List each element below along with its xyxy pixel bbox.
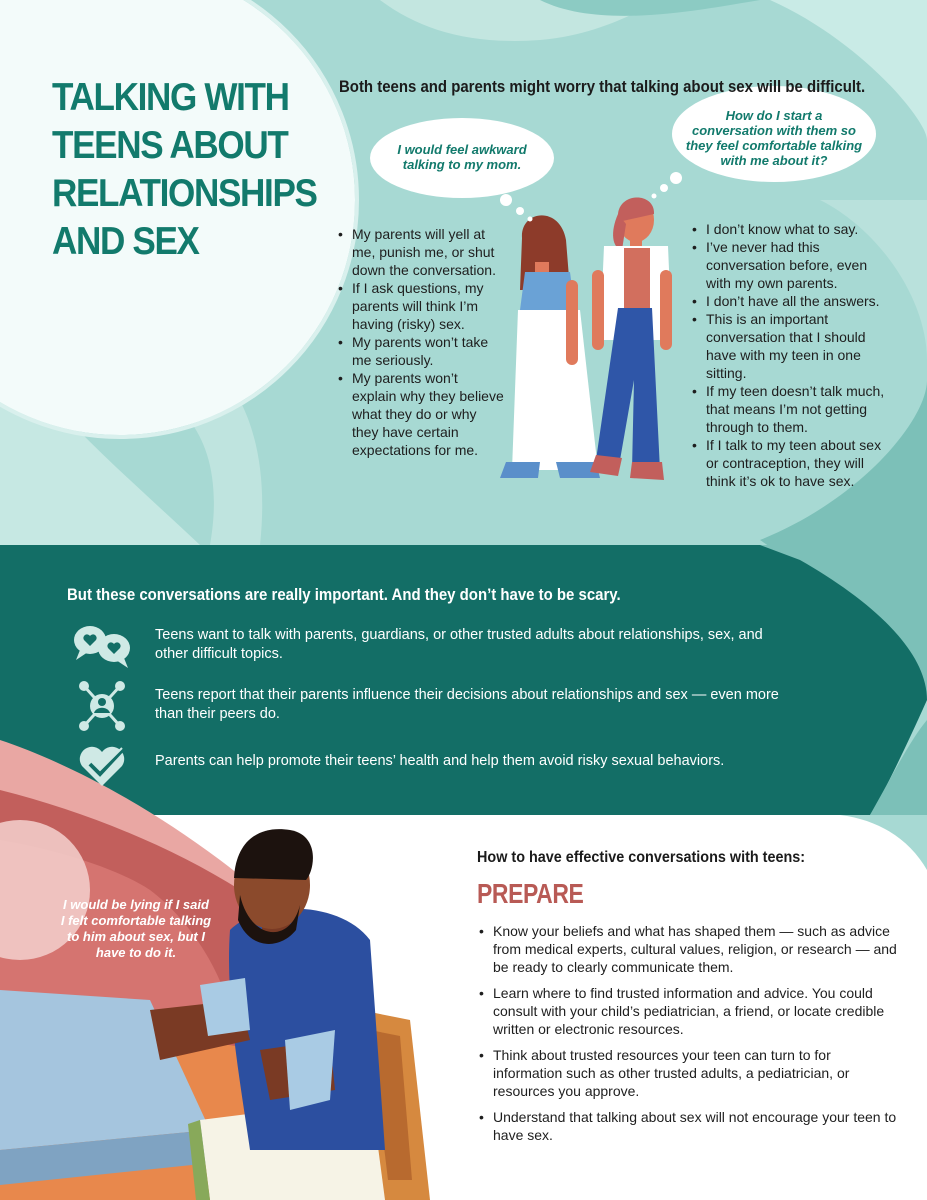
fact-text: Teens report that their parents influenc… [155,687,779,722]
list-item: I’ve never had this conversation before,… [690,238,890,292]
teen-worries-list: My parents will yell at me, punish me, o… [336,225,506,459]
dad-quote: I would be lying if I said I felt comfor… [60,897,212,960]
prepare-heading: PREPARE [477,878,584,909]
chat-hearts-icon [74,626,130,668]
teen-figure [500,215,600,478]
parent-figure [590,197,672,480]
fact-text: Teens want to talk with parents, guardia… [155,627,763,662]
title-line: RELATIONSHIPS [52,172,318,215]
teen-thought-bubble [370,118,554,222]
list-item: This is an important conversation that I… [690,310,890,382]
list-item: Think about trusted resources your teen … [477,1046,897,1100]
prepare-list: Know your beliefs and what has shaped th… [477,922,897,1152]
page-title: TALKING WITH TEENS ABOUT RELATIONSHIPS A… [52,74,318,266]
list-item: If my teen doesn’t talk much, that means… [690,382,890,436]
title-line: TEENS ABOUT [52,124,289,167]
important-heading: But these conversations are really impor… [67,585,621,604]
list-item: My parents won’t explain why they believ… [336,369,506,459]
parent-thought-bubble [651,86,876,199]
list-item: If I talk to my teen about sex or contra… [690,436,890,490]
list-item: I don’t have all the answers. [690,292,890,310]
teen-bubble-text: I would feel awkward talking to my mom. [397,142,527,172]
parent-bubble-text: How do I start a conversation with them … [685,108,863,168]
intro-statement: Both teens and parents might worry that … [339,77,866,96]
howto-heading: How to have effective conversations with… [477,849,806,866]
heart-check-icon [79,744,128,786]
list-item: Learn where to find trusted information … [477,984,897,1038]
list-item: My parents will yell at me, punish me, o… [336,225,506,279]
network-person-icon [79,681,125,731]
title-line: AND SEX [52,220,200,263]
list-item: My parents won’t take me seriously. [336,333,506,369]
fact-text: Parents can help promote their teens’ he… [155,753,725,769]
list-item: If I ask questions, my parents will thin… [336,279,506,333]
list-item: Understand that talking about sex will n… [477,1108,897,1144]
parent-worries-list: I don’t know what to say. I’ve never had… [690,220,890,490]
list-item: Know your beliefs and what has shaped th… [477,922,897,976]
list-item: I don’t know what to say. [690,220,890,238]
title-line: TALKING WITH [52,76,290,119]
